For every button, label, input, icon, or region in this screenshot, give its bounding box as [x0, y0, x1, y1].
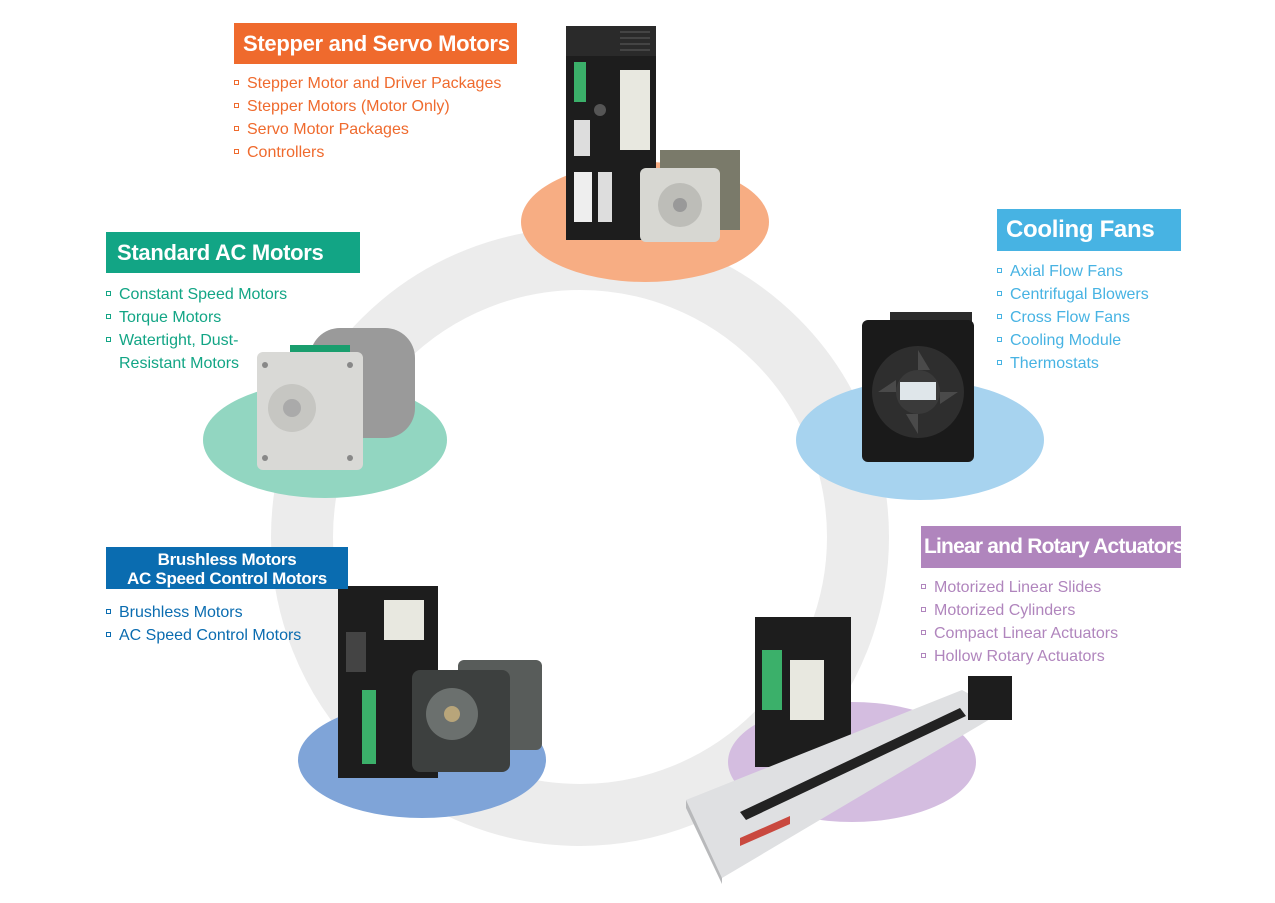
actuators-title: Linear and Rotary Actuators	[921, 526, 1185, 568]
actuators-list-item: Motorized Linear Slides	[921, 576, 1118, 599]
bullet-icon	[997, 268, 1002, 273]
fans-item-label: Cross Flow Fans	[1010, 309, 1131, 326]
fans-item-label: Thermostats	[1010, 355, 1099, 372]
stepper-list-item: Servo Motor Packages	[234, 118, 501, 141]
fans-list-item: Thermostats	[997, 352, 1149, 375]
ac-list-item: Watertight, Dust-Resistant Motors	[106, 329, 246, 375]
ac-motor-image	[257, 328, 415, 470]
ac-item-list: Constant Speed Motors Torque Motors Wate…	[106, 283, 287, 375]
ac-list-item: Constant Speed Motors	[106, 283, 287, 306]
actuators-list-item: Hollow Rotary Actuators	[921, 645, 1118, 668]
bullet-icon	[921, 653, 926, 658]
brushless-item-label: Brushless Motors	[119, 604, 243, 621]
actuators-item-label: Motorized Cylinders	[934, 602, 1076, 619]
ac-item-label: Watertight, Dust-Resistant Motors	[119, 332, 240, 372]
bullet-icon	[234, 126, 239, 131]
brushless-item-list: Brushless Motors AC Speed Control Motors	[106, 601, 301, 647]
fans-product-group	[796, 312, 1044, 500]
ac-product-group	[203, 328, 447, 498]
ac-list-item: Torque Motors	[106, 306, 246, 329]
fans-item-label: Cooling Module	[1010, 332, 1122, 349]
bullet-icon	[234, 80, 239, 85]
stepper-list-item: Stepper Motor and Driver Packages	[234, 72, 501, 95]
stepper-list-item: Controllers	[234, 141, 501, 164]
brushless-title-line1: Brushless Motors	[157, 550, 297, 569]
brushless-product-group	[298, 586, 546, 818]
fans-item-list: Axial Flow Fans Centrifugal Blowers Cros…	[997, 260, 1149, 375]
bullet-icon	[234, 149, 239, 154]
stepper-item-label: Stepper Motor and Driver Packages	[247, 75, 502, 92]
cooling-fan-image	[862, 312, 974, 462]
fans-title: Cooling Fans	[997, 209, 1181, 251]
stepper-motor-image	[640, 150, 740, 242]
ac-item-label: Torque Motors	[119, 309, 222, 326]
actuators-item-label: Hollow Rotary Actuators	[934, 648, 1105, 665]
fans-list-item: Cross Flow Fans	[997, 306, 1149, 329]
stepper-product-group	[521, 26, 769, 282]
brushless-list-item: Brushless Motors	[106, 601, 301, 624]
bullet-icon	[997, 337, 1002, 342]
brushless-title: Brushless Motors AC Speed Control Motors	[106, 547, 348, 589]
fans-list-item: Centrifugal Blowers	[997, 283, 1149, 306]
linear-slide-image	[686, 676, 1012, 884]
brushless-motor-image	[412, 660, 542, 772]
fans-item-label: Axial Flow Fans	[1010, 263, 1123, 280]
stepper-item-label: Controllers	[247, 144, 325, 161]
ac-item-label: Constant Speed Motors	[119, 286, 288, 303]
brushless-list-item: AC Speed Control Motors	[106, 624, 301, 647]
bullet-icon	[106, 314, 111, 319]
bullet-icon	[997, 314, 1002, 319]
bullet-icon	[921, 607, 926, 612]
bullet-icon	[921, 584, 926, 589]
ac-title: Standard AC Motors	[106, 232, 360, 273]
brushless-title-line2: AC Speed Control Motors	[127, 569, 327, 588]
actuators-product-group	[686, 617, 1012, 884]
actuators-list-item: Compact Linear Actuators	[921, 622, 1118, 645]
actuators-item-label: Compact Linear Actuators	[934, 625, 1119, 642]
fans-list-item: Cooling Module	[997, 329, 1149, 352]
bullet-icon	[106, 609, 111, 614]
bullet-icon	[234, 103, 239, 108]
stepper-list-item: Stepper Motors (Motor Only)	[234, 95, 501, 118]
bullet-icon	[997, 291, 1002, 296]
bullet-icon	[106, 632, 111, 637]
actuators-item-list: Motorized Linear Slides Motorized Cylind…	[921, 576, 1118, 668]
bullet-icon	[106, 337, 111, 342]
stepper-driver-image	[566, 26, 656, 240]
actuators-list-item: Motorized Cylinders	[921, 599, 1118, 622]
bullet-icon	[921, 630, 926, 635]
bullet-icon	[106, 291, 111, 296]
stepper-item-list: Stepper Motor and Driver Packages Steppe…	[234, 72, 501, 164]
fans-list-item: Axial Flow Fans	[997, 260, 1149, 283]
bullet-icon	[997, 360, 1002, 365]
brushless-item-label: AC Speed Control Motors	[119, 627, 302, 644]
stepper-title: Stepper and Servo Motors	[234, 23, 517, 64]
fans-item-label: Centrifugal Blowers	[1010, 286, 1149, 303]
stepper-item-label: Stepper Motors (Motor Only)	[247, 98, 450, 115]
stepper-item-label: Servo Motor Packages	[247, 121, 409, 138]
actuators-item-label: Motorized Linear Slides	[934, 579, 1102, 596]
